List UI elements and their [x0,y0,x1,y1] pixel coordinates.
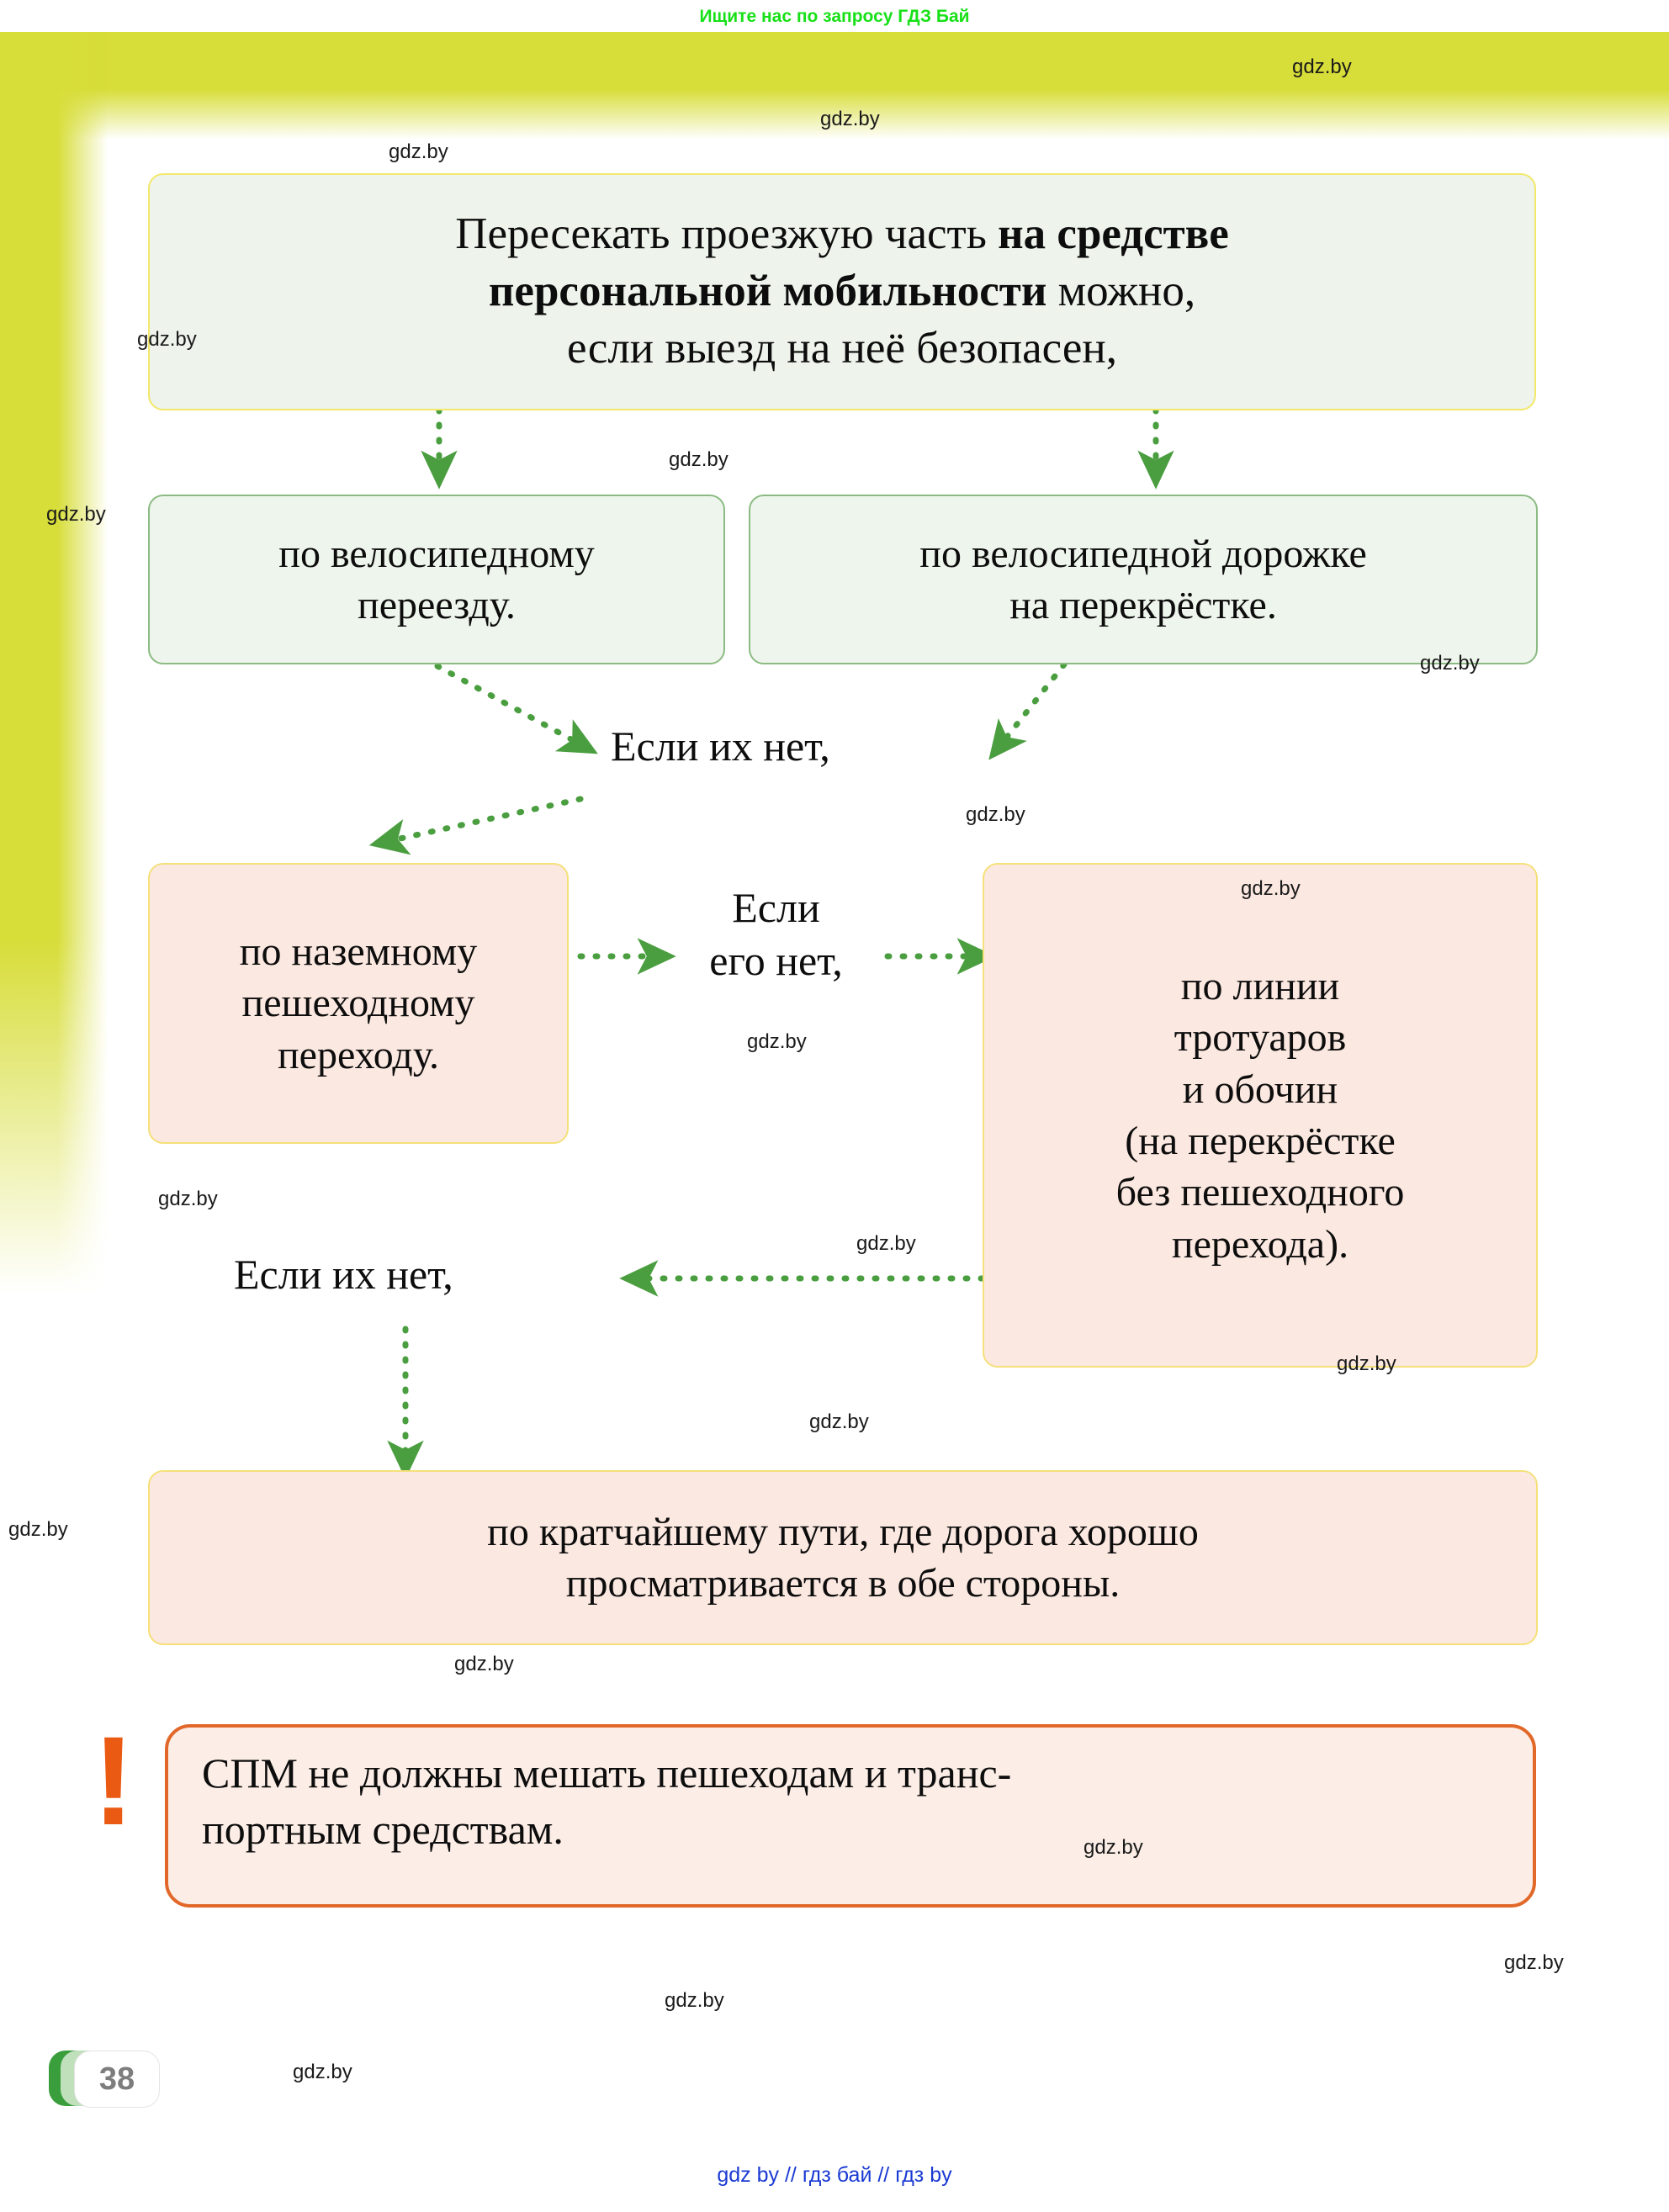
watermark: gdz.by [8,1518,68,1541]
watermark: gdz.by [137,328,197,351]
watermark: gdz.by [454,1653,514,1675]
sidewalk-line-2: тротуаров [1174,1015,1347,1061]
warning-line-1: СПМ не должны мешать пешеходам и транс- [202,1749,1012,1797]
watermark: gdz.by [1292,56,1352,78]
watermark: gdz.by [809,1410,869,1433]
pedestrian-crossing-line-1: по наземному [239,929,478,974]
footer-links[interactable]: gdz by // гдз бай // гдз by [717,2163,952,2187]
flow-box-pedestrian-crossing: по наземному пешеходному переходу. [148,863,569,1144]
warning-text: СПМ не должны мешать пешеходам и транс- … [202,1745,1514,1858]
shortest-path-line-2: просматривается в обе стороны. [565,1561,1121,1606]
sidewalk-line-1: по линии [1180,963,1340,1008]
watermark: gdz.by [820,108,880,130]
connector-if-line-1: Если [732,884,820,931]
header-line-2-normal: можно, [1046,267,1196,316]
watermark: gdz.by [665,1989,724,2012]
flow-box-bicycle-path: по велосипедной дорожке на перекрёстке. [749,495,1538,664]
watermark: gdz.by [293,2061,352,2083]
watermark: gdz.by [1504,1951,1564,1974]
page-number-badge: 38 [49,2051,160,2108]
bicycle-crossing-line-1: по велосипедному [278,531,595,576]
bicycle-path-line-2: на перекрёстке. [1009,583,1277,627]
connector-label-if-none-2: Если их нет, [234,1251,453,1298]
connector-label-if-none-1: Если их нет, [611,722,830,770]
header-line-1: Пересекать проезжую часть на средстве [455,206,1229,263]
decor-left-fade [57,32,108,1294]
bicycle-path-line-1: по велосипедной дорожке [919,531,1367,576]
bicycle-crossing-line-2: переезду. [358,583,516,627]
pedestrian-crossing-line-2: пешеходному [241,981,475,1026]
promo-banner: Ищите нас по запросу ГДЗ Бай [0,0,1669,34]
pedestrian-crossing-line-3: переходу. [277,1032,440,1077]
watermark: gdz.by [747,1030,807,1053]
flow-box-bicycle-crossing: по велосипедному переезду. [148,495,725,664]
watermark: gdz.by [669,448,729,471]
connector-label-if-no-it: Если его нет, [665,881,887,987]
flow-box-sidewalk-line: по линии тротуаров и обочин (на перекрёс… [983,863,1538,1368]
header-line-1-normal: Пересекать проезжую часть [455,209,999,259]
page-number-value: 38 [74,2051,160,2108]
watermark: gdz.by [1337,1352,1396,1375]
watermark: gdz.by [1084,1836,1143,1859]
warning-box [165,1724,1536,1908]
watermark: gdz.by [158,1188,218,1210]
decor-left-band [0,32,57,1294]
sidewalk-line-5: без пешеходного [1115,1170,1405,1215]
watermark: gdz.by [1241,877,1301,900]
watermark: gdz.by [46,503,106,526]
flow-box-shortest-path: по кратчайшему пути, где дорога хорошо п… [148,1470,1538,1645]
shortest-path-line-1: по кратчайшему пути, где дорога хорошо [487,1509,1199,1554]
watermark: gdz.by [856,1232,916,1255]
warning-line-2: портным средствам. [202,1806,564,1853]
header-line-2-bold: персональной мобильности [488,267,1047,316]
sidewalk-line-6: перехода). [1171,1221,1349,1267]
decor-top-band [0,32,1669,89]
header-line-2: персональной мобильности можно, [455,263,1229,320]
flow-box-header: Пересекать проезжую часть на средстве пе… [148,173,1536,410]
watermark: gdz.by [389,140,448,163]
watermark: gdz.by [1420,652,1480,675]
watermark: gdz.by [966,803,1025,826]
sidewalk-line-4: (на перекрёстке [1125,1119,1396,1163]
exclamation-icon: ! [93,1710,135,1851]
sidewalk-line-3: и обочин [1182,1066,1338,1112]
connector-if-line-2: его нет, [709,937,843,984]
header-line-3: если выезд на неё безопасен, [566,323,1117,373]
header-line-1-bold: на средстве [998,209,1229,259]
